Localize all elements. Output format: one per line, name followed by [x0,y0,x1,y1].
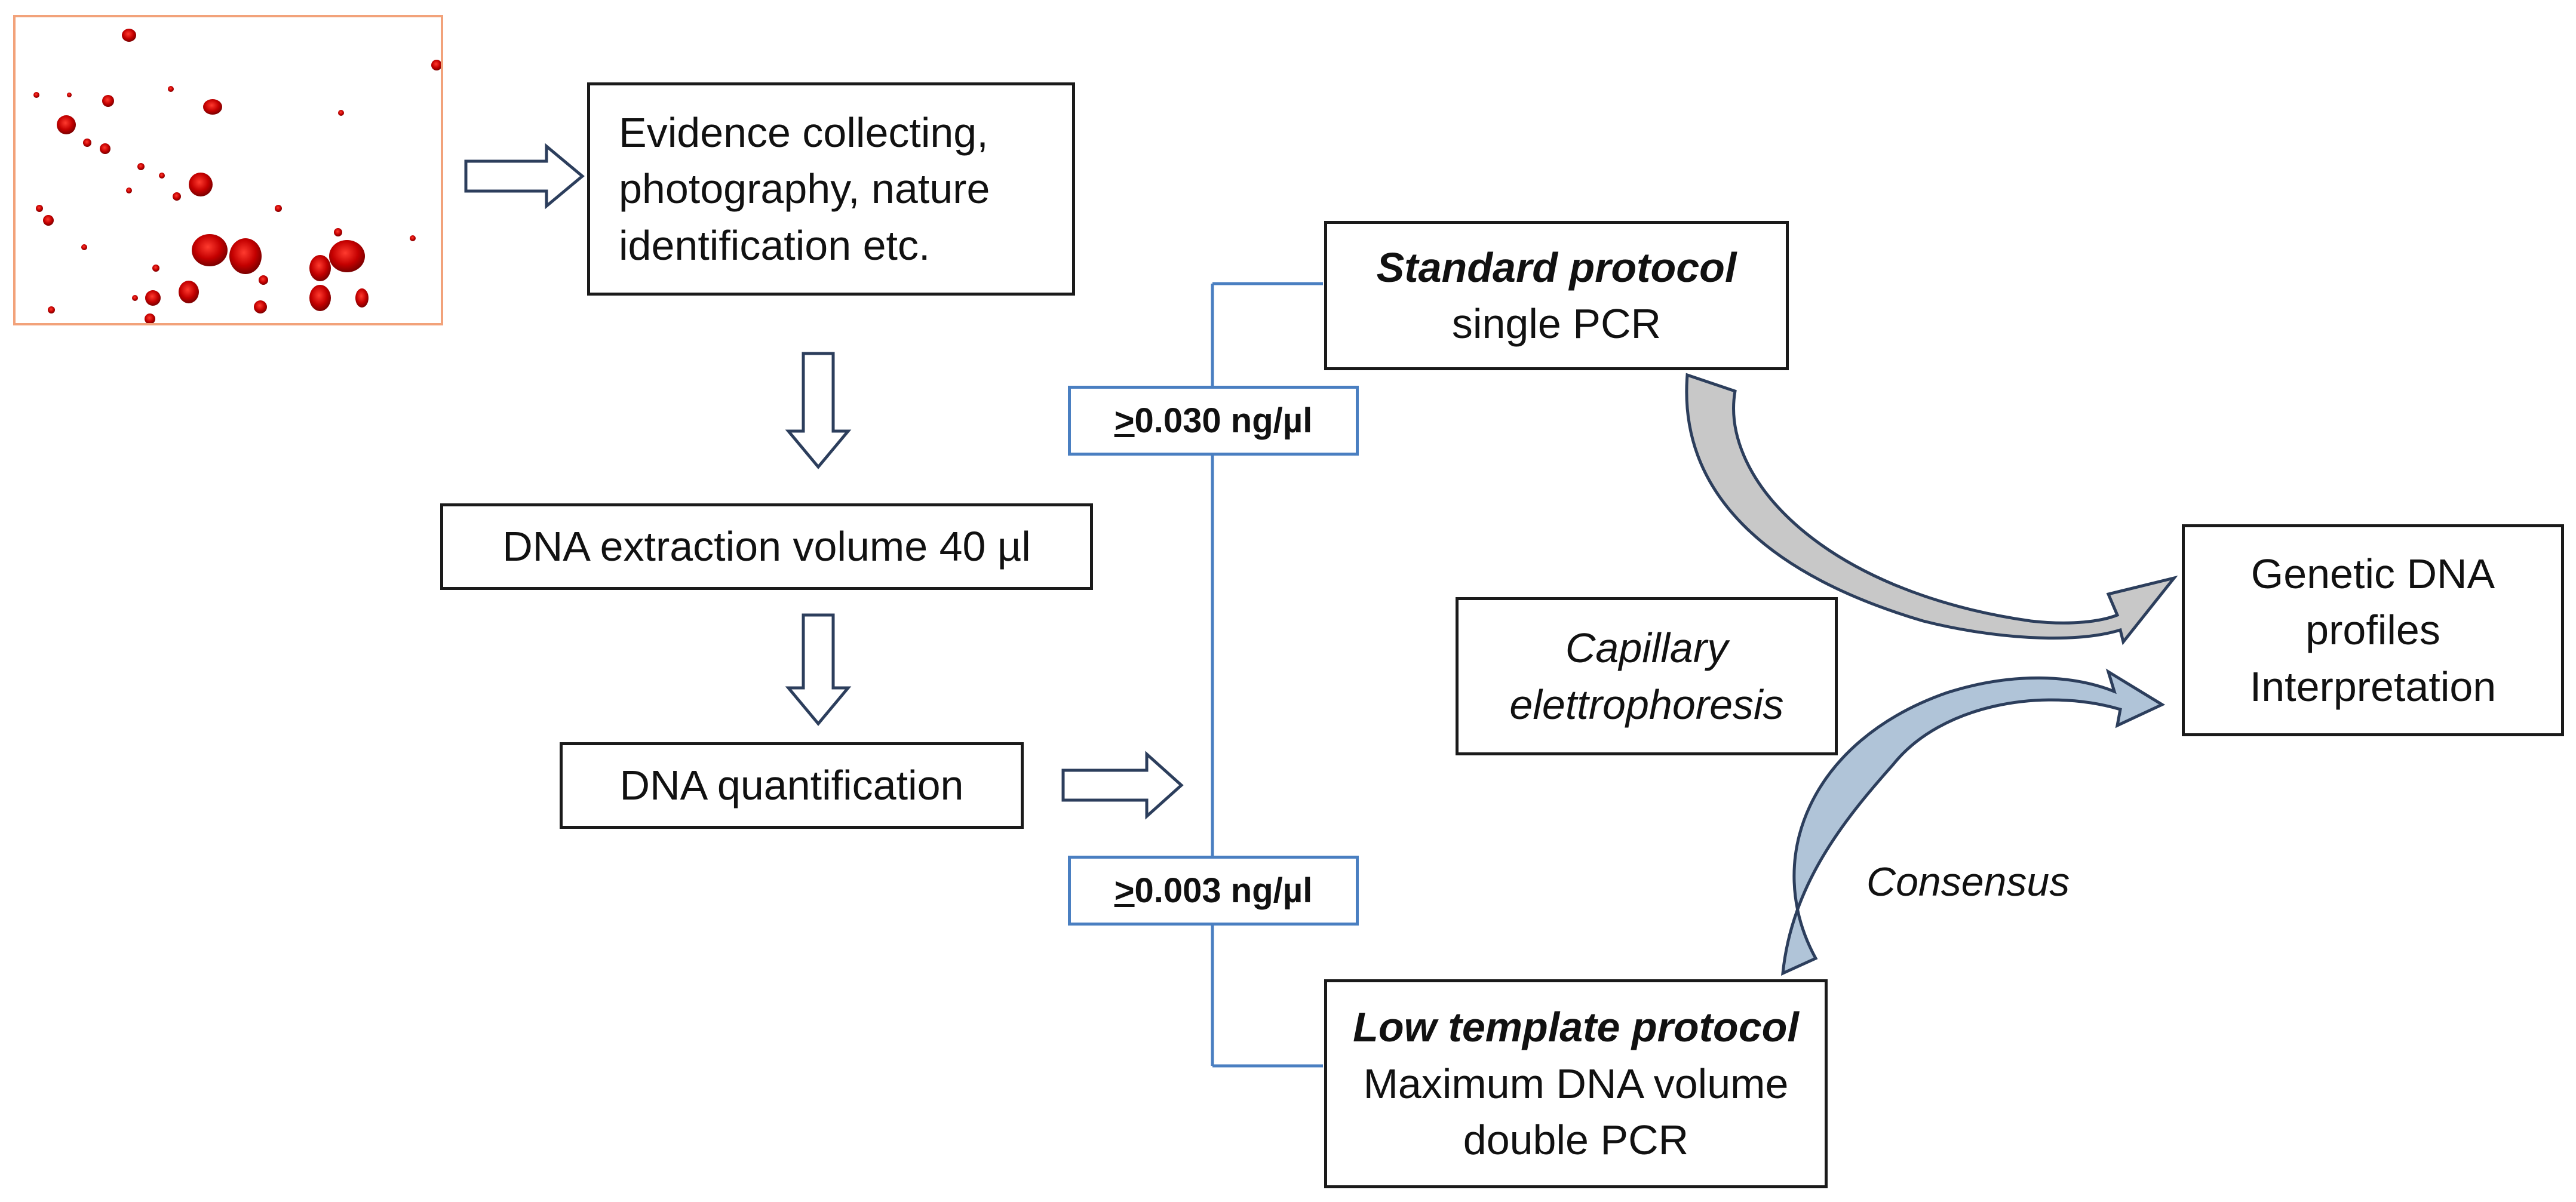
threshold-high-value: 0.030 ng/µl [1134,401,1313,440]
curved-arrow-lowtemplate [1781,668,2166,976]
curved-arrow-standard [1685,373,2178,645]
lowtemplate-line-2: double PCR [1463,1117,1689,1164]
lowtemplate-line-1: Maximum DNA volume [1363,1060,1789,1107]
standard-protocol-title: Standard protocol [1376,244,1737,291]
arrow-right-2 [1061,751,1184,820]
lowtemplate-protocol-box: Low template protocol Maximum DNA volume… [1324,979,1828,1188]
capillary-line-1: Capillary [1565,625,1728,671]
result-line-3: Interpretation [2249,663,2497,710]
lowtemplate-protocol-title: Low template protocol [1353,1004,1799,1051]
evidence-box: Evidence collecting, photography, nature… [587,82,1075,296]
threshold-low-symbol: > [1114,871,1135,910]
standard-protocol-line: single PCR [1451,300,1662,347]
result-line-1: Genetic DNA [2250,550,2495,597]
blood-stain-photo [13,15,443,325]
extraction-text: DNA extraction volume 40 µl [502,523,1031,570]
arrow-right-1 [464,143,585,210]
quantification-text: DNA quantification [619,762,964,809]
capillary-line-2: elettrophoresis [1509,681,1784,728]
capillary-box: Capillary elettrophoresis [1456,597,1838,755]
arrow-down-2 [785,613,852,726]
quantification-box: DNA quantification [560,742,1024,829]
extraction-box: DNA extraction volume 40 µl [440,503,1093,590]
threshold-high-badge: >0.030 ng/µl [1068,386,1359,456]
evidence-line-3: identification etc. [619,222,931,269]
threshold-high-symbol: > [1114,401,1135,440]
consensus-label: Consensus [1866,859,2070,905]
evidence-line-1: Evidence collecting, [619,109,988,156]
evidence-line-2: photography, nature [619,165,990,213]
result-box: Genetic DNA profiles Interpretation [2182,524,2564,736]
threshold-low-badge: >0.003 ng/µl [1068,856,1359,926]
standard-protocol-box: Standard protocol single PCR [1324,221,1789,370]
threshold-low-value: 0.003 ng/µl [1134,871,1313,910]
blood-stain-image [33,29,441,323]
arrow-down-1 [785,352,852,469]
result-line-2: profiles [2305,607,2440,654]
